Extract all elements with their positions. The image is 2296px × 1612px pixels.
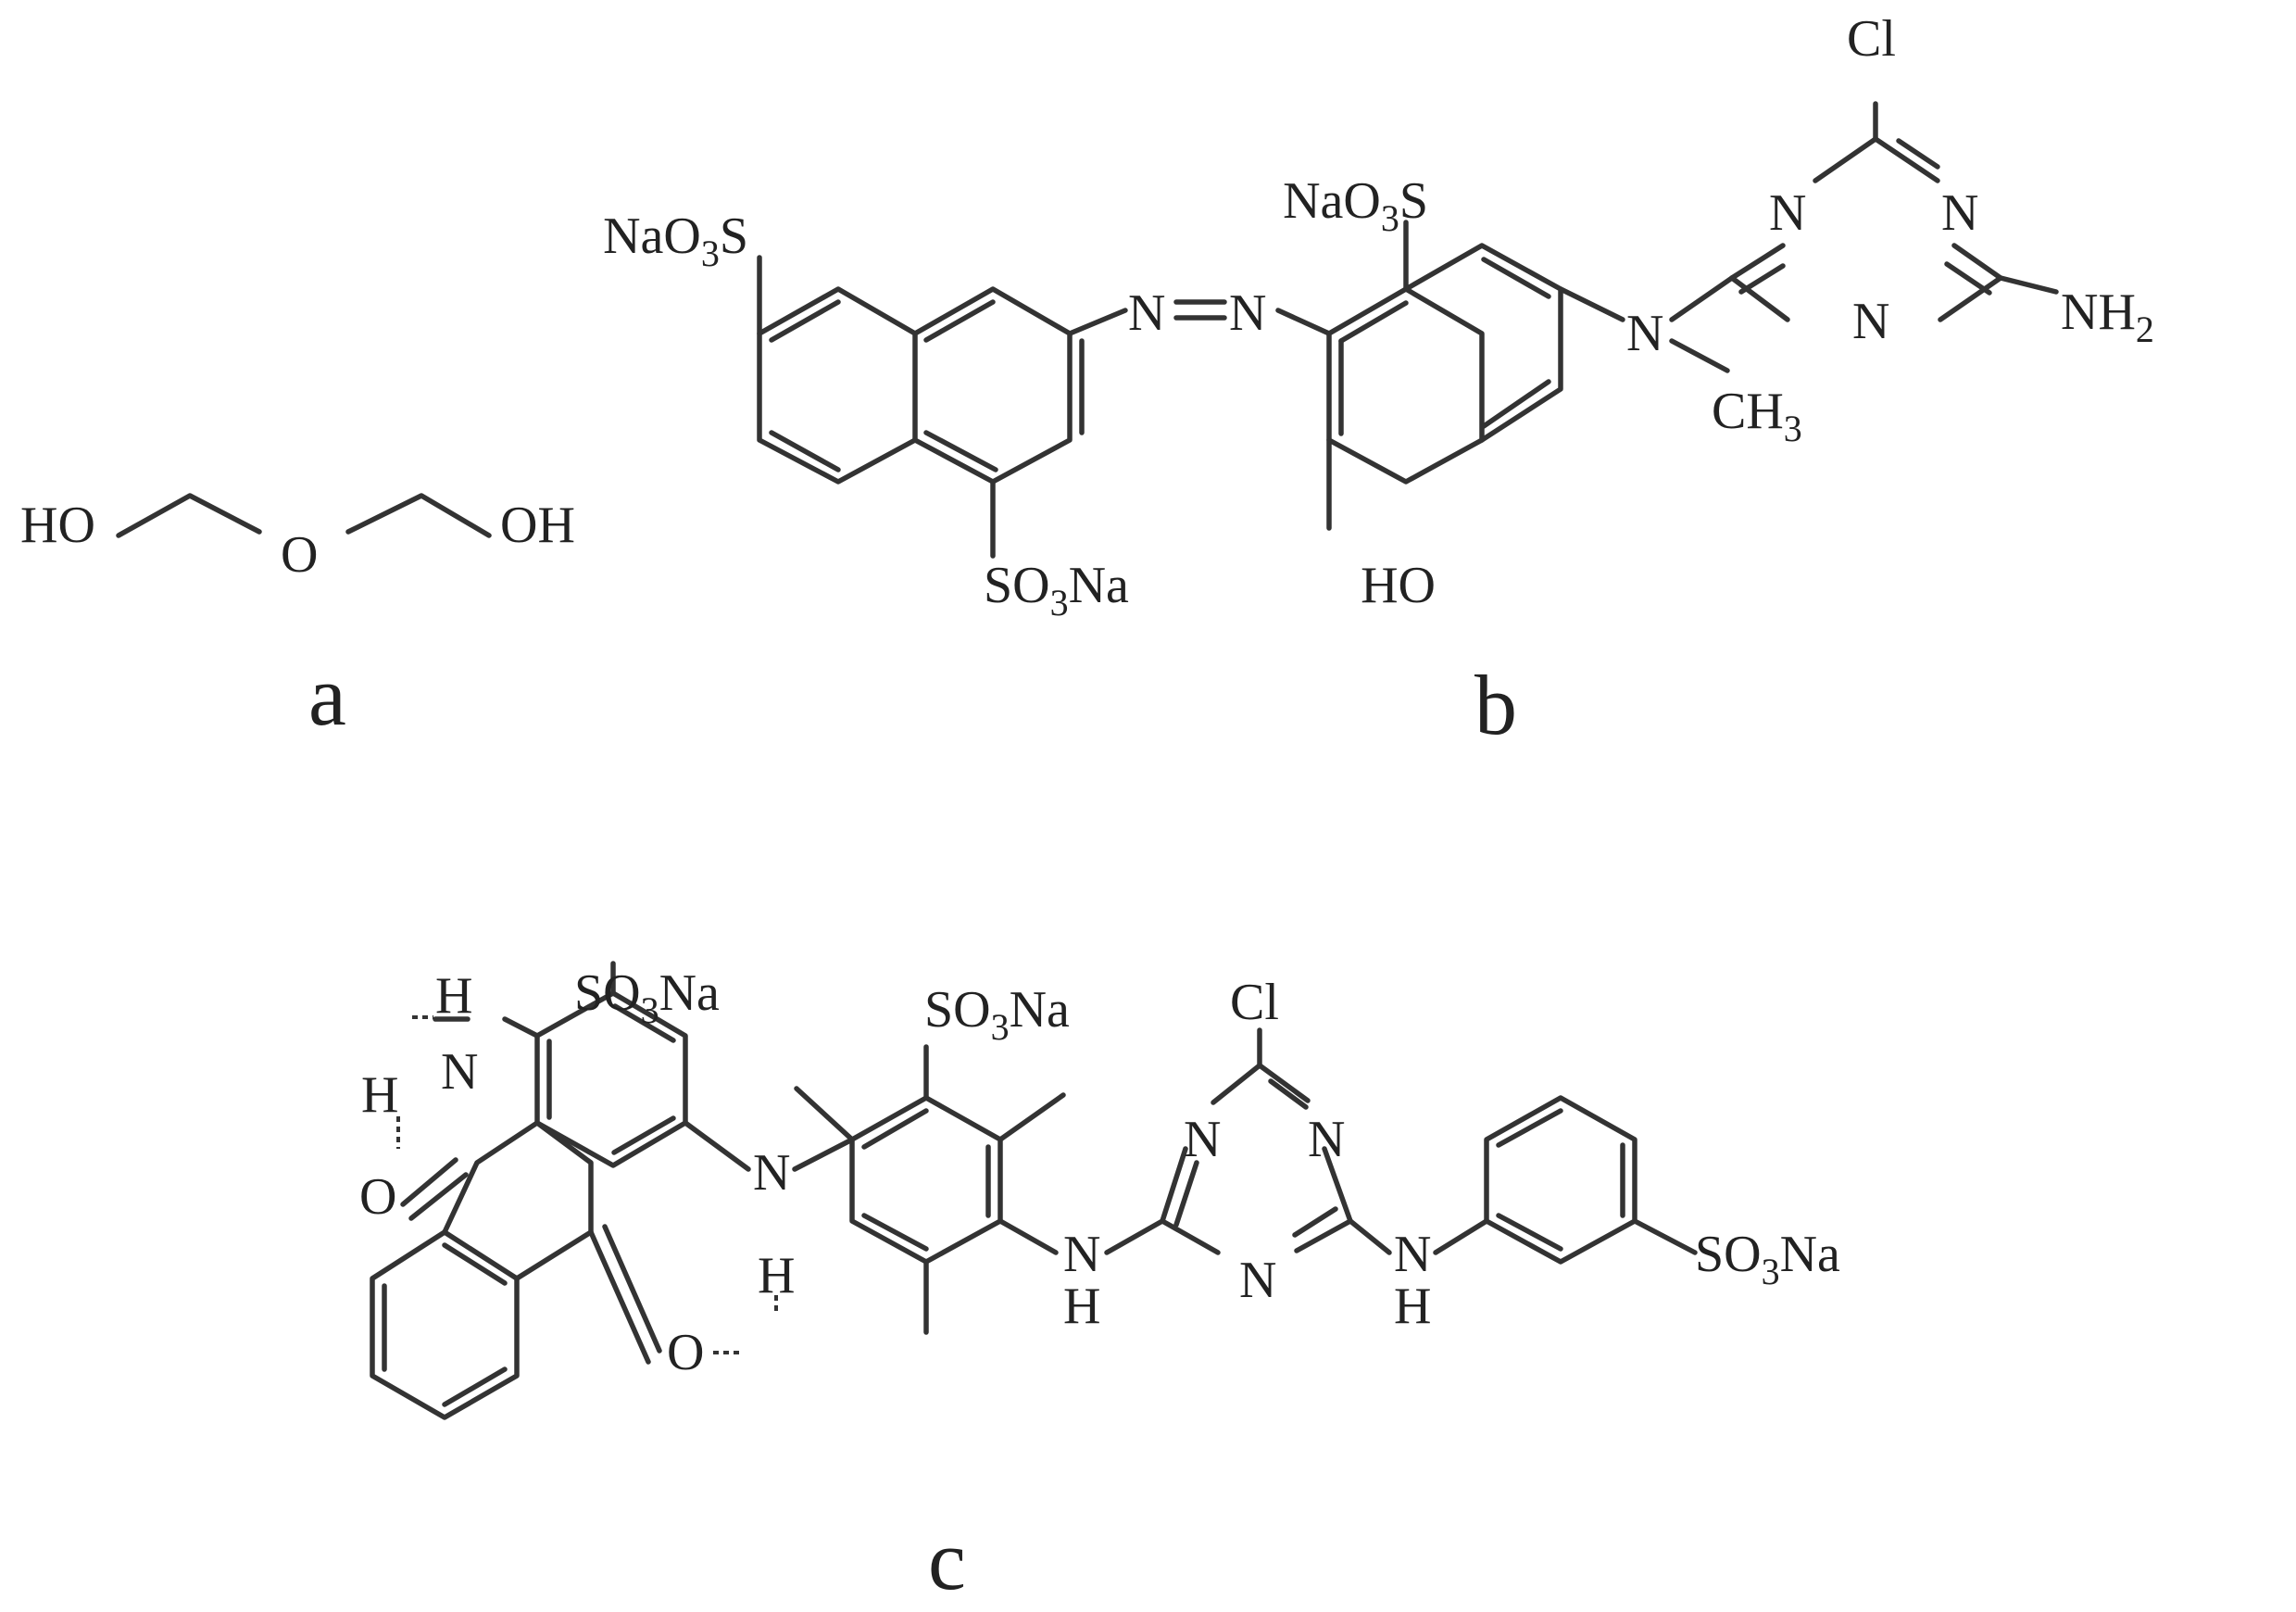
triazine-nitrogen-left-c: N xyxy=(1184,1111,1221,1168)
methyl-group: CH3 xyxy=(1712,383,1802,449)
svg-text:SO3Na: SO3Na xyxy=(924,981,1070,1048)
svg-text:CH3: CH3 xyxy=(1712,383,1802,449)
amine-nitrogen-label: N xyxy=(1626,305,1663,362)
bridge-nitrogen-2: N xyxy=(1063,1226,1100,1283)
bridge-hydrogen-2: H xyxy=(1063,1278,1100,1335)
bridge-hydrogen-1: H xyxy=(758,1247,795,1304)
molecule-a-bonds xyxy=(116,493,492,538)
amino-main: NH xyxy=(2061,283,2136,341)
triazine-nitrogen-bottom-c: N xyxy=(1239,1252,1276,1309)
azo-nitrogen-2: N xyxy=(1229,284,1266,342)
hydroxyl-label: HO xyxy=(1361,557,1436,614)
sulfonate-middle-subscript: 3 xyxy=(991,1006,1010,1048)
molecule-b-bonds xyxy=(757,101,2059,559)
sulfonate-left-main: NaO xyxy=(603,208,701,265)
azo-nitrogen-1: N xyxy=(1128,284,1165,342)
sulfonate-right-main: SO xyxy=(1695,1226,1762,1283)
svg-text:NaO3S: NaO3S xyxy=(1283,172,1428,239)
sulfonate-top-main: NaO xyxy=(1283,172,1381,230)
hydroxyl-left-label: HO xyxy=(20,497,95,554)
sulfonate-anthraquinone-subscript: 3 xyxy=(641,989,659,1031)
molecule-c-bonds xyxy=(370,961,1698,1420)
sulfonate-bottom: SO3Na xyxy=(984,557,1129,623)
methyl-main: CH xyxy=(1712,383,1784,440)
ether-oxygen-label: O xyxy=(281,526,318,584)
carbonyl-oxygen-bottom: O xyxy=(667,1324,704,1381)
amino-subscript: 2 xyxy=(2136,309,2154,350)
panel-label-a: a xyxy=(308,649,346,743)
bridge-hydrogen-3: H xyxy=(1394,1278,1431,1335)
sulfonate-middle-main: SO xyxy=(924,981,991,1039)
sulfonate-anthraquinone-sodium: Na xyxy=(659,964,720,1022)
sulfonate-top-sulfur: S xyxy=(1399,172,1428,230)
sulfonate-anthraquinone-main: SO xyxy=(574,964,641,1022)
svg-text:SO3Na: SO3Na xyxy=(1695,1226,1840,1292)
sulfonate-middle-sodium: Na xyxy=(1010,981,1070,1039)
svg-text:SO3Na: SO3Na xyxy=(984,557,1129,623)
sulfonate-top: NaO3S xyxy=(1283,172,1428,239)
methyl-subscript: 3 xyxy=(1784,408,1802,449)
panel-label-c: c xyxy=(928,1513,966,1607)
bridge-nitrogen-3: N xyxy=(1394,1226,1431,1283)
hydrogen-bond-dashes xyxy=(396,1015,778,1354)
sulfonate-bottom-main: SO xyxy=(984,557,1050,614)
carbonyl-oxygen-top: O xyxy=(359,1168,396,1226)
chlorine-label: Cl xyxy=(1847,10,1896,68)
svg-text:SO3Na: SO3Na xyxy=(574,964,720,1031)
sulfonate-left-subscript: 3 xyxy=(701,233,720,274)
triazine-nitrogen-right: N xyxy=(1941,184,1978,242)
sulfonate-bottom-subscript: 3 xyxy=(1050,582,1069,623)
panel-label-b: b xyxy=(1474,658,1517,752)
sulfonate-right: SO3Na xyxy=(1695,1226,1840,1292)
amine-hydrogen-label: H xyxy=(435,967,472,1025)
amine-nitrogen-label: N xyxy=(441,1043,478,1101)
molecule-c: H N H O SO3Na N H O SO3Na N H Cl N N N N… xyxy=(359,961,1840,1607)
molecule-a: HO O OH a xyxy=(20,493,575,743)
hbond-hydrogen-label: H xyxy=(361,1066,398,1124)
triazine-nitrogen-left: N xyxy=(1769,184,1806,242)
amino-group: NH2 xyxy=(2061,283,2154,350)
triazine-nitrogen-bottom: N xyxy=(1852,293,1889,350)
sulfonate-left-sulfur: S xyxy=(720,208,748,265)
triazine-nitrogen-right-c: N xyxy=(1308,1111,1345,1168)
sulfonate-bottom-sodium: Na xyxy=(1069,557,1129,614)
sulfonate-top-subscript: 3 xyxy=(1381,197,1399,239)
molecule-b: NaO3S SO3Na N N NaO3S HO N CH3 N N N Cl xyxy=(603,10,2154,752)
chlorine-label-c: Cl xyxy=(1230,974,1279,1031)
sulfonate-left: NaO3S xyxy=(603,208,748,274)
sulfonate-anthraquinone: SO3Na xyxy=(574,964,720,1031)
sulfonate-right-subscript: 3 xyxy=(1762,1251,1780,1292)
sulfonate-right-sodium: Na xyxy=(1780,1226,1840,1283)
svg-text:NaO3S: NaO3S xyxy=(603,208,748,274)
svg-text:NH2: NH2 xyxy=(2061,283,2154,350)
hydroxyl-right-label: OH xyxy=(500,497,575,554)
sulfonate-middle: SO3Na xyxy=(924,981,1070,1048)
bridge-nitrogen-1: N xyxy=(753,1144,790,1202)
